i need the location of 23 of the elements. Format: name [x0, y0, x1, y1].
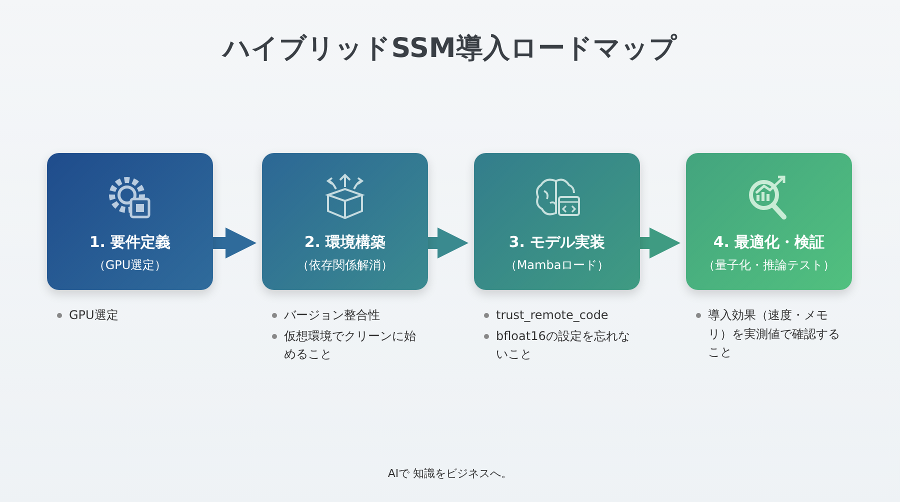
- bullet-item: bfloat16の設定を忘れないこと: [482, 326, 630, 364]
- bullet-item: GPU選定: [55, 306, 203, 325]
- step-card: [47, 153, 213, 290]
- bullet-item: trust_remote_code: [482, 306, 630, 325]
- tagline: AIで 知識をビジネスへ。: [386, 466, 514, 481]
- step-title: 4. 最適化・検証: [712, 233, 826, 252]
- step-card: [474, 153, 640, 290]
- step-title: 3. モデル実装: [508, 233, 606, 252]
- step-title: 1. 要件定義: [88, 233, 172, 252]
- step-title: 2. 環境構築: [303, 233, 387, 252]
- step-subtitle: （GPU選定）: [92, 257, 168, 274]
- step-subtitle: （Mambaロード）: [504, 257, 610, 274]
- arrow: [640, 227, 680, 259]
- arrow: [428, 227, 468, 259]
- arrow: [213, 227, 256, 259]
- step-subtitle: （量子化・推論テスト）: [702, 257, 836, 274]
- bullet-item: 仮想環境でクリーンに始めること: [270, 326, 418, 364]
- bullet-item: 導入効果（速度・メモリ）を実測値で確認すること: [694, 306, 842, 362]
- title: ハイブリッドSSM導入ロードマップ: [220, 32, 678, 66]
- step-subtitle: （依存関係解消）: [296, 257, 394, 274]
- step-card: [686, 153, 852, 290]
- bullet-item: バージョン整合性: [270, 306, 418, 325]
- step-card: [262, 153, 428, 290]
